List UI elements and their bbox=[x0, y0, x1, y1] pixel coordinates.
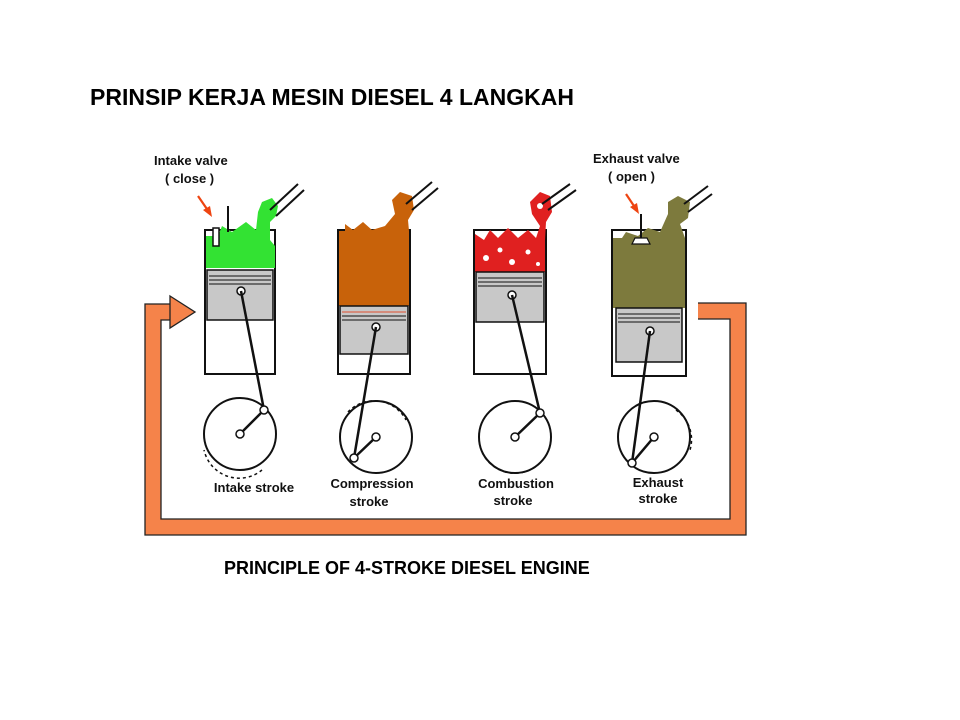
flow-arrowhead bbox=[169, 294, 197, 330]
cylinder-compression bbox=[337, 181, 439, 474]
intake-charge bbox=[206, 198, 278, 268]
diagram-subtitle: PRINCIPLE OF 4-STROKE DIESEL ENGINE bbox=[224, 558, 590, 578]
flow-loop-outline bbox=[144, 302, 747, 536]
cylinder-combustion bbox=[473, 183, 577, 474]
compression-charge bbox=[339, 192, 414, 306]
stroke-label-exhaust-1: Exhaust bbox=[633, 475, 684, 490]
stroke-label-compression-1: Compression bbox=[330, 476, 413, 491]
exhaust-valve-label: Exhaust valve bbox=[593, 151, 680, 166]
flow-loop bbox=[144, 302, 747, 536]
exhaust-valve-state: ( open ) bbox=[608, 169, 655, 184]
crank-wheel-intake bbox=[203, 397, 277, 471]
intake-valve-state: ( close ) bbox=[165, 171, 214, 186]
stroke-label-compression-2: stroke bbox=[349, 494, 388, 509]
stroke-label-combustion-1: Combustion bbox=[478, 476, 554, 491]
exhaust-gas bbox=[613, 196, 690, 308]
crank-wheel-combustion bbox=[478, 400, 552, 474]
cylinder-exhaust bbox=[611, 185, 713, 474]
stroke-label-exhaust-2: stroke bbox=[638, 491, 677, 506]
crank-wheel-exhaust bbox=[617, 400, 691, 474]
intake-valve-label: Intake valve bbox=[154, 153, 228, 168]
stroke-label-combustion-2: stroke bbox=[493, 493, 532, 508]
combustion-flame bbox=[475, 192, 552, 272]
cylinder-intake bbox=[203, 183, 305, 479]
stroke-label-intake: Intake stroke bbox=[214, 480, 294, 495]
diagram-title: PRINSIP KERJA MESIN DIESEL 4 LANGKAH bbox=[90, 84, 574, 110]
